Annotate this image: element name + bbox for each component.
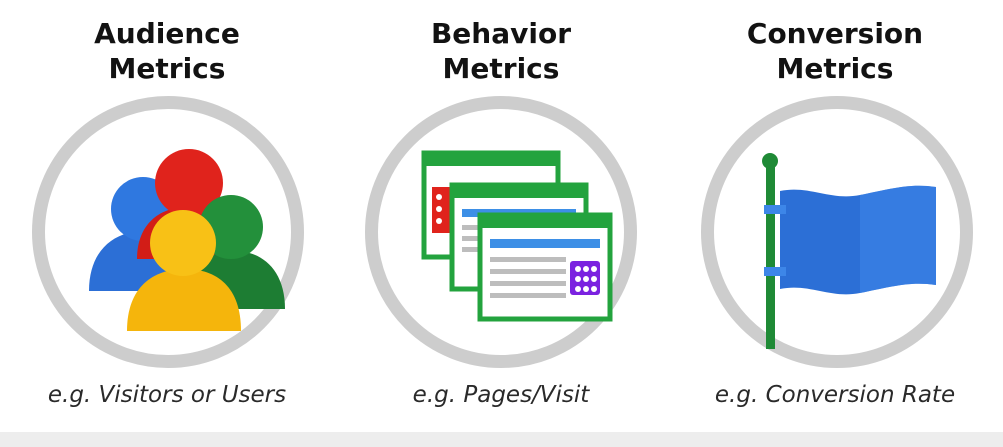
person-red-head — [155, 149, 223, 217]
browser-pages-icon — [421, 150, 613, 322]
flag-pole-knob — [762, 153, 778, 169]
flag-icon — [762, 153, 936, 349]
person-yellow-head — [150, 210, 216, 276]
behavior-circle — [365, 96, 637, 368]
conversion-title-line1: Conversion — [746, 17, 924, 50]
audience-metrics-column: Audience Metrics e.g. Visitors or Users — [0, 0, 334, 432]
people-group-icon — [89, 149, 285, 331]
behavior-caption: e.g. Pages/Visit — [412, 382, 590, 408]
audience-title-line2: Metrics — [108, 52, 226, 85]
behavior-metrics-title: Behavior Metrics — [334, 16, 668, 86]
audience-metrics-title: Audience Metrics — [0, 16, 334, 86]
audience-caption: e.g. Visitors or Users — [47, 382, 287, 408]
conversion-circle — [701, 96, 973, 368]
bottom-strip — [0, 432, 1003, 447]
behavior-metrics-column: Behavior Metrics — [334, 0, 668, 432]
behavior-title-line2: Metrics — [442, 52, 560, 85]
person-yellow-body — [127, 269, 241, 331]
flag-pole — [766, 165, 775, 349]
flag-tie-top — [764, 205, 786, 214]
conversion-caption: e.g. Conversion Rate — [714, 382, 956, 408]
conversion-title-line2: Metrics — [776, 52, 894, 85]
flag-tie-bottom — [764, 267, 786, 276]
browser-window-front — [477, 212, 613, 322]
conversion-metrics-column: Conversion Metrics e.g. Conversion Rate — [668, 0, 1002, 432]
conversion-metrics-title: Conversion Metrics — [668, 16, 1002, 86]
behavior-title-line1: Behavior — [430, 17, 572, 50]
audience-title-line1: Audience — [94, 17, 240, 50]
audience-circle — [32, 96, 304, 368]
